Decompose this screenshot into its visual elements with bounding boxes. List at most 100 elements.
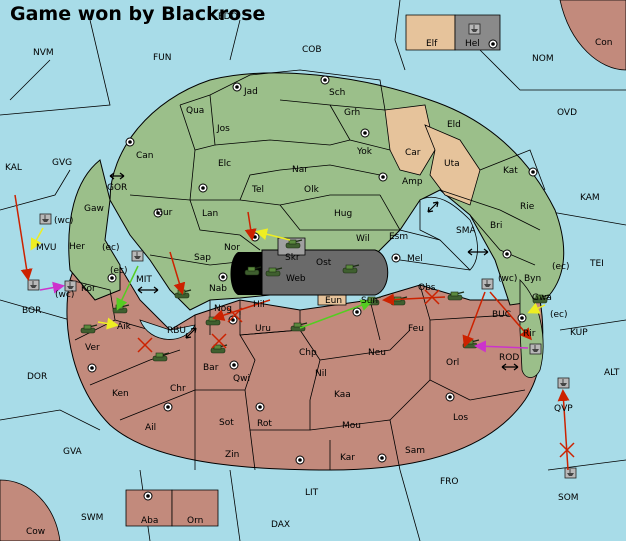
failed-order-marks xyxy=(137,289,575,458)
land-label-web: Web xyxy=(286,274,306,284)
land-label-hil: Hil xyxy=(253,300,265,310)
land-label-aik: Aik xyxy=(117,322,132,332)
sea-label-dax: DAX xyxy=(271,520,290,530)
land-label-chp: Chp xyxy=(299,348,317,358)
land-label-elc: Elc xyxy=(218,159,231,169)
land-label-nar: Nar xyxy=(292,165,308,175)
land-label-jos: Jos xyxy=(216,124,230,134)
land-label-yok: Yok xyxy=(356,147,373,157)
sea-label-mvu: MVU xyxy=(36,243,57,253)
sea-label-fun: FUN xyxy=(153,53,172,63)
sea-label-kam: KAM xyxy=(580,193,600,203)
land-label-kaa: Kaa xyxy=(334,390,351,400)
land-label-hug: Hug xyxy=(334,209,352,219)
land-label-gwa: Gwa xyxy=(532,293,552,303)
land-label-qwi: Qwi xyxy=(233,374,250,384)
land-label-gaw: Gaw xyxy=(84,204,104,214)
land-label-orn: Orn xyxy=(187,516,203,526)
west-arm xyxy=(68,159,121,301)
land-label-eld: Eld xyxy=(447,120,461,130)
sea-label-nvm: NVM xyxy=(33,48,54,58)
land-label-kar: Kar xyxy=(340,453,355,463)
land-label-mel: Mel xyxy=(407,254,423,264)
land-label-jad: Jad xyxy=(243,87,258,97)
coast-ec-4: (ec) xyxy=(550,310,568,320)
land-label-con: Con xyxy=(595,38,613,48)
land-label-neu: Neu xyxy=(368,348,386,358)
land-label-sam: Sam xyxy=(405,446,425,456)
coast-wc-2: (wc) xyxy=(55,290,74,300)
land-label-feu: Feu xyxy=(408,324,424,334)
land-label-sun: Sun xyxy=(361,296,378,306)
land-label-ken: Ken xyxy=(112,389,129,399)
sea-label-cob: COB xyxy=(302,45,322,55)
sea-label-fro: FRO xyxy=(440,477,459,487)
land-label-ost: Ost xyxy=(316,258,332,268)
sea-label-rod: ROD xyxy=(499,353,519,363)
coast-markers: (wc) (ec) (ec) (wc) (wc) (ec) (ec) xyxy=(54,216,570,320)
land-label-qua: Qua xyxy=(186,106,204,116)
sea-label-ovd: OVD xyxy=(557,108,577,118)
coast-ec-2: (ec) xyxy=(110,266,128,276)
sea-label-alt: ALT xyxy=(604,368,620,378)
game-result-title: Game won by Blackrose xyxy=(10,3,266,25)
sea-label-buc: BUC xyxy=(492,310,511,320)
land-label-nog: Nog xyxy=(214,304,232,314)
sea-label-gvg: GVG xyxy=(52,158,72,168)
land-label-wil: Wil xyxy=(356,234,370,244)
sea-sma xyxy=(419,196,478,271)
land-label-cow: Cow xyxy=(26,527,45,537)
territory-orn xyxy=(171,489,219,527)
land-label-ail: Ail xyxy=(145,423,156,433)
coast-wc-1: (wc) xyxy=(54,216,73,226)
land-label-qvp: QVP xyxy=(554,404,573,414)
land-label-uru: Uru xyxy=(255,324,271,334)
sea-label-tei: TEI xyxy=(589,259,604,269)
order-arrows xyxy=(14,194,570,471)
land-label-aba: Aba xyxy=(141,516,158,526)
land-label-sap: Sap xyxy=(194,253,211,263)
coast-wc-3: (wc) xyxy=(498,274,517,284)
sea-label-rbu: RBU xyxy=(167,326,186,336)
sea-label-kup: KUP xyxy=(570,328,588,338)
land-label-can: Can xyxy=(136,151,154,161)
land-label-mou: Mou xyxy=(342,421,361,431)
land-label-bar: Bar xyxy=(203,363,219,373)
land-label-nor: Nor xyxy=(224,243,240,253)
land-label-obs: Obs xyxy=(418,283,436,293)
coast-ec-1: (ec) xyxy=(102,243,120,253)
sea-label-mit: MIT xyxy=(136,275,152,285)
land-label-amp: Amp xyxy=(402,177,423,187)
sea-label-nom: NOM xyxy=(532,54,554,64)
land-label-uta: Uta xyxy=(444,159,460,169)
land-label-rie: Rie xyxy=(520,202,535,212)
sea-label-edo: EDO xyxy=(218,12,238,22)
land-label-rot: Rot xyxy=(257,419,272,429)
sea-label-dor: DOR xyxy=(27,372,47,382)
land-label-esm: Esm xyxy=(389,232,408,242)
coast-ec-3: (ec) xyxy=(552,262,570,272)
land-label-elf: Elf xyxy=(426,39,438,49)
sea-label-kal: KAL xyxy=(5,163,22,173)
sea-label-sma: SMA xyxy=(456,226,476,236)
land-label-skr: Skr xyxy=(285,253,300,263)
land-label-tel: Tel xyxy=(251,185,264,195)
sea-rbu xyxy=(139,319,196,340)
land-label-kat: Kat xyxy=(503,166,518,176)
land-label-kor: Kor xyxy=(81,284,96,294)
land-label-sot: Sot xyxy=(219,418,234,428)
land-label-nil: Nil xyxy=(315,369,327,379)
land-label-her: Her xyxy=(69,242,85,252)
continent-north xyxy=(109,72,565,311)
land-labels: Jad Sch Qua Grh Jos Eld Can Yok Car Uta … xyxy=(26,38,613,537)
land-label-olk: Olk xyxy=(304,185,320,195)
sea-label-swm: SWM xyxy=(81,513,103,523)
land-label-car: Car xyxy=(405,148,421,158)
land-label-orl: Orl xyxy=(446,358,459,368)
territory-uta xyxy=(424,124,481,206)
province-borders xyxy=(69,69,546,471)
land-label-chr: Chr xyxy=(170,384,186,394)
land-label-bri: Bri xyxy=(490,221,502,231)
land-label-byn: Byn xyxy=(524,274,541,284)
